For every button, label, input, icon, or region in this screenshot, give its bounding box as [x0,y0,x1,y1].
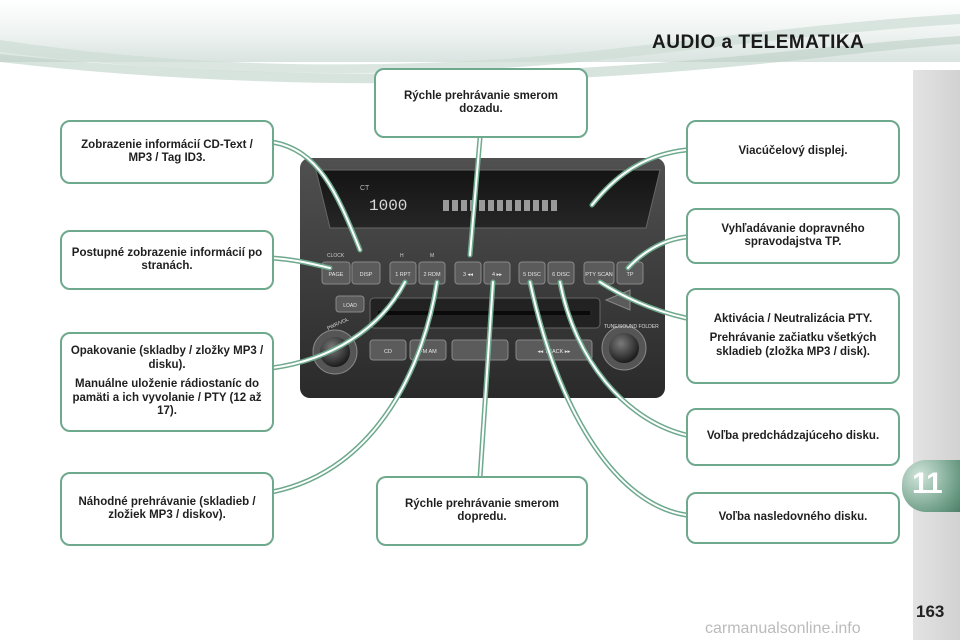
callout-next-disc: Voľba nasledovného disku. [686,492,900,544]
callout-forward: Rýchle prehrávanie smerom dopredu. [376,476,588,546]
svg-text:6 DISC: 6 DISC [552,272,570,278]
page-number: 163 [916,602,945,621]
display-panel [315,169,661,229]
page-edge-strip [913,70,960,640]
label-m: M [430,253,434,259]
radio-button-load [335,295,365,313]
chapter-number: 11 [912,467,943,500]
svg-text:CD: CD [384,349,392,355]
svg-text:1 RPT: 1 RPT [395,272,411,278]
callout-cd-text: Zobrazenie informácií CD-Text / MP3 / Ta… [60,120,274,184]
radio-button-cd [369,339,407,361]
svg-text:4 ▸▸: 4 ▸▸ [492,272,502,278]
radio-button-2 [418,261,446,285]
callout-pty-scan: Aktivácia / Neutralizácia PTY. Prehrávan… [686,288,900,384]
svg-text:LOAD: LOAD [343,303,357,309]
radio-button-blank [451,339,509,361]
callout-rewind: Rýchle prehrávanie smerom dozadu. [374,68,588,138]
svg-text:DISP: DISP [360,272,373,278]
page-title: AUDIO a TELEMATIKA [652,32,865,53]
callout-random: Náhodné prehrávanie (skladieb / zložiek … [60,472,274,546]
watermark: carmanualsonline.info [705,620,861,637]
label-h: H [400,253,404,259]
radio-button-disp [351,261,381,285]
callout-prev-disc: Voľba predchádzajúceho disku. [686,408,900,466]
display-label: CT [360,185,370,192]
svg-text:FM AM: FM AM [419,349,437,355]
svg-text:TUNE/SOUND FOLDER: TUNE/SOUND FOLDER [604,324,659,330]
chapter-tab [902,460,960,512]
radio-button-tp [616,261,644,285]
right-knob [609,333,639,363]
display-digits: 1000 [369,197,407,215]
svg-text:◂◂ TRACK ▸▸: ◂◂ TRACK ▸▸ [538,349,571,355]
label-clock: CLOCK [327,253,345,259]
svg-text:2 RDM: 2 RDM [423,272,441,278]
svg-text:3 ◂◂: 3 ◂◂ [463,272,473,278]
callout-page-info: Postupné zobrazenie informácií po straná… [60,230,274,290]
radio-button-4 [483,261,511,285]
callout-display: Viacúčelový displej. [686,120,900,184]
cd-slot [378,311,590,315]
radio-button-3 [454,261,482,285]
callout-repeat-presets: Opakovanie (skladby / zložky MP3 / disku… [60,332,274,432]
svg-text:PTY SCAN: PTY SCAN [585,272,612,278]
svg-text:PAGE: PAGE [329,272,344,278]
svg-text:5 DISC: 5 DISC [523,272,541,278]
callout-tp-search: Vyhľadávanie dopravného spravodajstva TP… [686,208,900,264]
svg-text:TP: TP [626,272,633,278]
